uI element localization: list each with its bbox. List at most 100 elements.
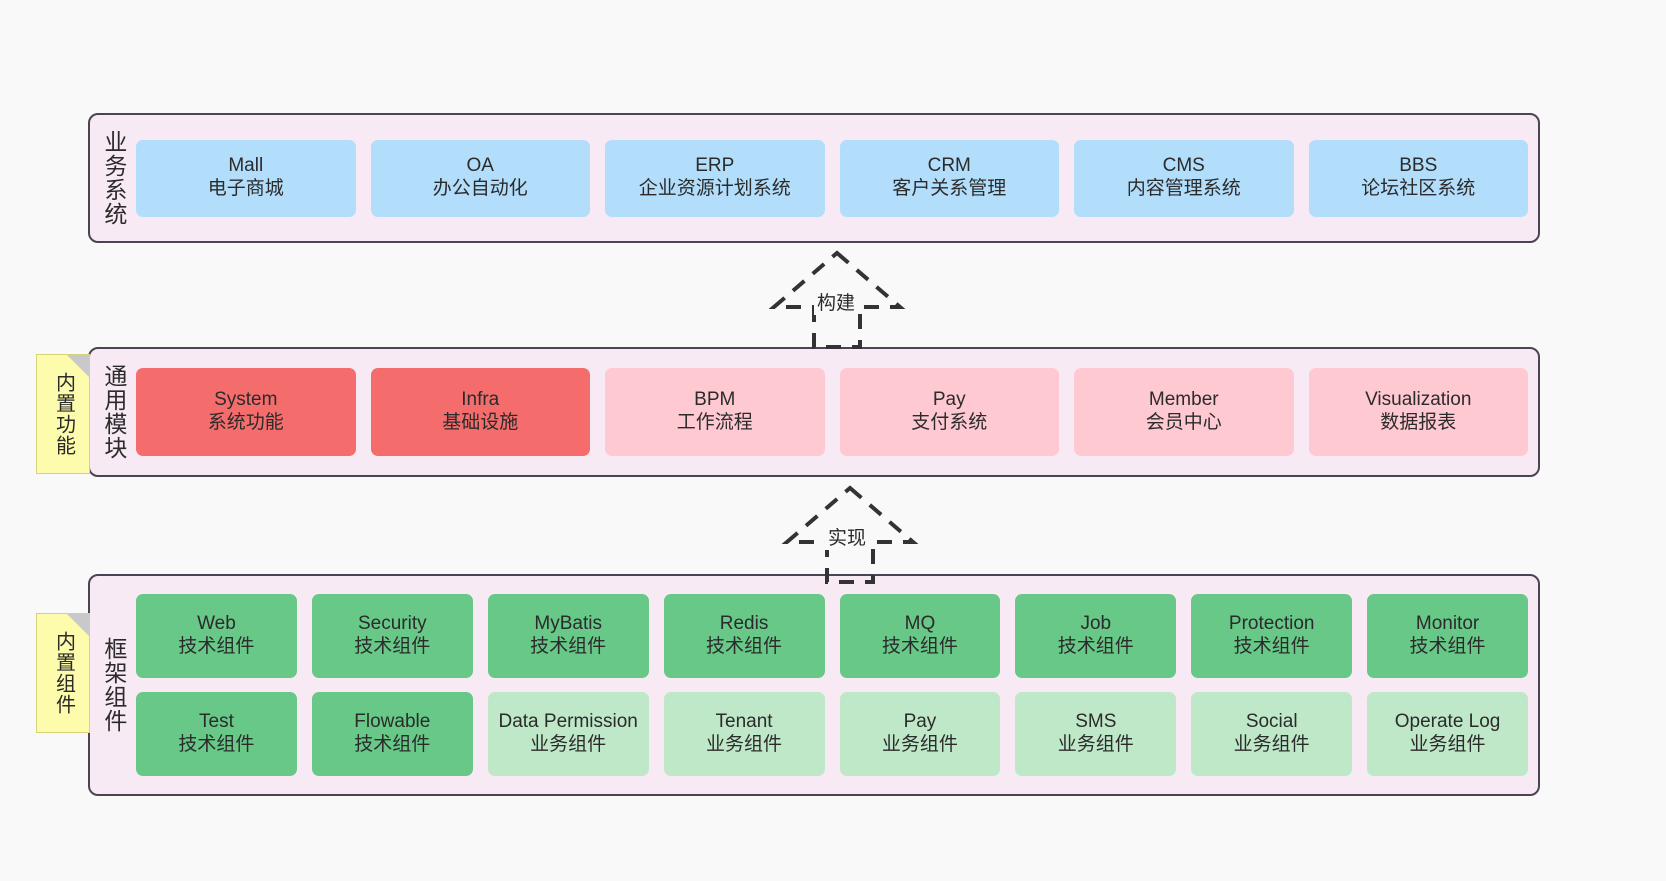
- layer-title-business-system: 业务系统: [100, 130, 127, 226]
- card-bbs[interactable]: BBS 论坛社区系统: [1308, 139, 1528, 217]
- card-web[interactable]: Web 技术组件: [136, 594, 297, 678]
- card-subtitle: 数据报表: [1380, 412, 1457, 433]
- card-title: Infra: [461, 389, 500, 411]
- card-operate-log[interactable]: Operate Log 业务组件: [1367, 692, 1528, 776]
- card-subtitle: 业务组件: [1057, 734, 1134, 755]
- card-infra[interactable]: Infra 基础设施: [370, 368, 590, 456]
- note-builtin-function: 内置功能: [36, 354, 90, 474]
- card-subtitle: 电子商城: [207, 178, 284, 199]
- note-label: 内置组件: [52, 631, 75, 715]
- card-subtitle: 会员中心: [1145, 412, 1222, 433]
- card-security[interactable]: Security 技术组件: [311, 594, 473, 678]
- card-title: Data Permission: [498, 711, 638, 733]
- layer-title-common-module: 通用模块: [100, 364, 127, 460]
- card-title: Protection: [1228, 613, 1315, 635]
- card-title: ERP: [695, 155, 735, 177]
- layer-common-module: 通用模块 System 系统功能 Infra 基础设施 BPM 工作流程 Pay…: [88, 347, 1540, 477]
- dashed-hollow-triangle-arrow-up-icon: [768, 250, 906, 349]
- card-title: Security: [357, 613, 427, 635]
- card-job[interactable]: Job 技术组件: [1015, 594, 1177, 678]
- card-pay[interactable]: Pay 支付系统: [839, 368, 1059, 456]
- card-monitor[interactable]: Monitor 技术组件: [1367, 594, 1528, 678]
- card-subtitle: 技术组件: [178, 636, 255, 657]
- card-title: Redis: [719, 613, 769, 635]
- card-subtitle: 企业资源计划系统: [638, 178, 791, 199]
- card-title: Operate Log: [1394, 711, 1501, 733]
- dashed-hollow-triangle-arrow-up-icon: [781, 485, 919, 584]
- card-test[interactable]: Test 技术组件: [136, 692, 297, 776]
- card-pay-business[interactable]: Pay 业务组件: [839, 692, 1001, 776]
- connector-implement: 实现: [765, 485, 935, 585]
- card-subtitle: 技术组件: [1057, 636, 1134, 657]
- card-subtitle: 办公自动化: [432, 178, 528, 199]
- card-title: Mall: [228, 155, 264, 177]
- card-subtitle: 业务组件: [881, 734, 958, 755]
- card-system[interactable]: System 系统功能: [136, 368, 356, 456]
- connector-build-label: 构建: [814, 288, 859, 315]
- layer-body-framework-component: Web 技术组件 Security 技术组件 MyBatis 技术组件 Redi…: [136, 576, 1538, 794]
- card-row: Test 技术组件 Flowable 技术组件 Data Permission …: [136, 692, 1528, 776]
- card-mq[interactable]: MQ 技术组件: [839, 594, 1001, 678]
- card-row: Web 技术组件 Security 技术组件 MyBatis 技术组件 Redi…: [136, 594, 1528, 678]
- card-title: Tenant: [715, 711, 773, 733]
- card-row: Mall 电子商城 OA 办公自动化 ERP 企业资源计划系统 CRM 客户关系…: [136, 139, 1528, 217]
- card-subtitle: 业务组件: [1233, 734, 1310, 755]
- card-subtitle: 技术组件: [1233, 636, 1310, 657]
- card-title: Visualization: [1365, 389, 1472, 411]
- card-title: Monitor: [1415, 613, 1480, 635]
- layer-framework-component: 框架组件 Web 技术组件 Security 技术组件 MyBatis 技术组件…: [88, 574, 1540, 796]
- card-redis[interactable]: Redis 技术组件: [663, 594, 825, 678]
- card-title: Flowable: [354, 711, 431, 733]
- layer-business-system: 业务系统 Mall 电子商城 OA 办公自动化 ERP 企业资源计划系统 CRM…: [88, 113, 1540, 243]
- card-member[interactable]: Member 会员中心: [1074, 368, 1294, 456]
- card-crm[interactable]: CRM 客户关系管理: [839, 139, 1059, 217]
- card-tenant[interactable]: Tenant 业务组件: [663, 692, 825, 776]
- card-subtitle: 技术组件: [354, 636, 431, 657]
- card-subtitle: 技术组件: [706, 636, 783, 657]
- card-title: Pay: [903, 711, 937, 733]
- card-title: CRM: [927, 155, 971, 177]
- note-builtin-component: 内置组件: [36, 613, 90, 733]
- card-erp[interactable]: ERP 企业资源计划系统: [605, 139, 825, 217]
- card-bpm[interactable]: BPM 工作流程: [605, 368, 825, 456]
- card-title: Test: [199, 711, 234, 733]
- card-subtitle: 基础设施: [442, 412, 519, 433]
- card-subtitle: 客户关系管理: [892, 178, 1007, 199]
- card-title: MQ: [904, 613, 936, 635]
- layer-body-common-module: System 系统功能 Infra 基础设施 BPM 工作流程 Pay 支付系统…: [136, 349, 1538, 475]
- layer-body-business-system: Mall 电子商城 OA 办公自动化 ERP 企业资源计划系统 CRM 客户关系…: [136, 115, 1538, 241]
- card-title: System: [214, 389, 278, 411]
- card-subtitle: 技术组件: [881, 636, 958, 657]
- card-oa[interactable]: OA 办公自动化: [370, 139, 590, 217]
- card-title: MyBatis: [534, 613, 602, 635]
- card-sms[interactable]: SMS 业务组件: [1015, 692, 1177, 776]
- card-subtitle: 支付系统: [911, 412, 988, 433]
- card-subtitle: 业务组件: [530, 734, 607, 755]
- card-mall[interactable]: Mall 电子商城: [136, 139, 356, 217]
- card-title: Member: [1148, 389, 1219, 411]
- card-cms[interactable]: CMS 内容管理系统: [1074, 139, 1294, 217]
- card-visualization[interactable]: Visualization 数据报表: [1308, 368, 1528, 456]
- card-social[interactable]: Social 业务组件: [1191, 692, 1353, 776]
- card-protection[interactable]: Protection 技术组件: [1191, 594, 1353, 678]
- card-row: System 系统功能 Infra 基础设施 BPM 工作流程 Pay 支付系统…: [136, 368, 1528, 456]
- card-title: CMS: [1162, 155, 1205, 177]
- card-title: Pay: [932, 389, 966, 411]
- card-title: Social: [1245, 711, 1298, 733]
- card-subtitle: 技术组件: [354, 734, 431, 755]
- card-title: OA: [466, 155, 494, 177]
- note-label: 内置功能: [52, 372, 75, 456]
- card-title: Job: [1080, 613, 1112, 635]
- card-subtitle: 论坛社区系统: [1361, 178, 1476, 199]
- card-data-permission[interactable]: Data Permission 业务组件: [487, 692, 649, 776]
- card-flowable[interactable]: Flowable 技术组件: [311, 692, 473, 776]
- card-title: BPM: [694, 389, 736, 411]
- card-subtitle: 业务组件: [1409, 734, 1486, 755]
- card-mybatis[interactable]: MyBatis 技术组件: [487, 594, 649, 678]
- card-subtitle: 业务组件: [706, 734, 783, 755]
- card-title: Web: [197, 613, 236, 635]
- layer-title-framework-component: 框架组件: [100, 637, 127, 733]
- connector-build: 构建: [752, 250, 922, 350]
- connector-implement-label: 实现: [825, 523, 870, 550]
